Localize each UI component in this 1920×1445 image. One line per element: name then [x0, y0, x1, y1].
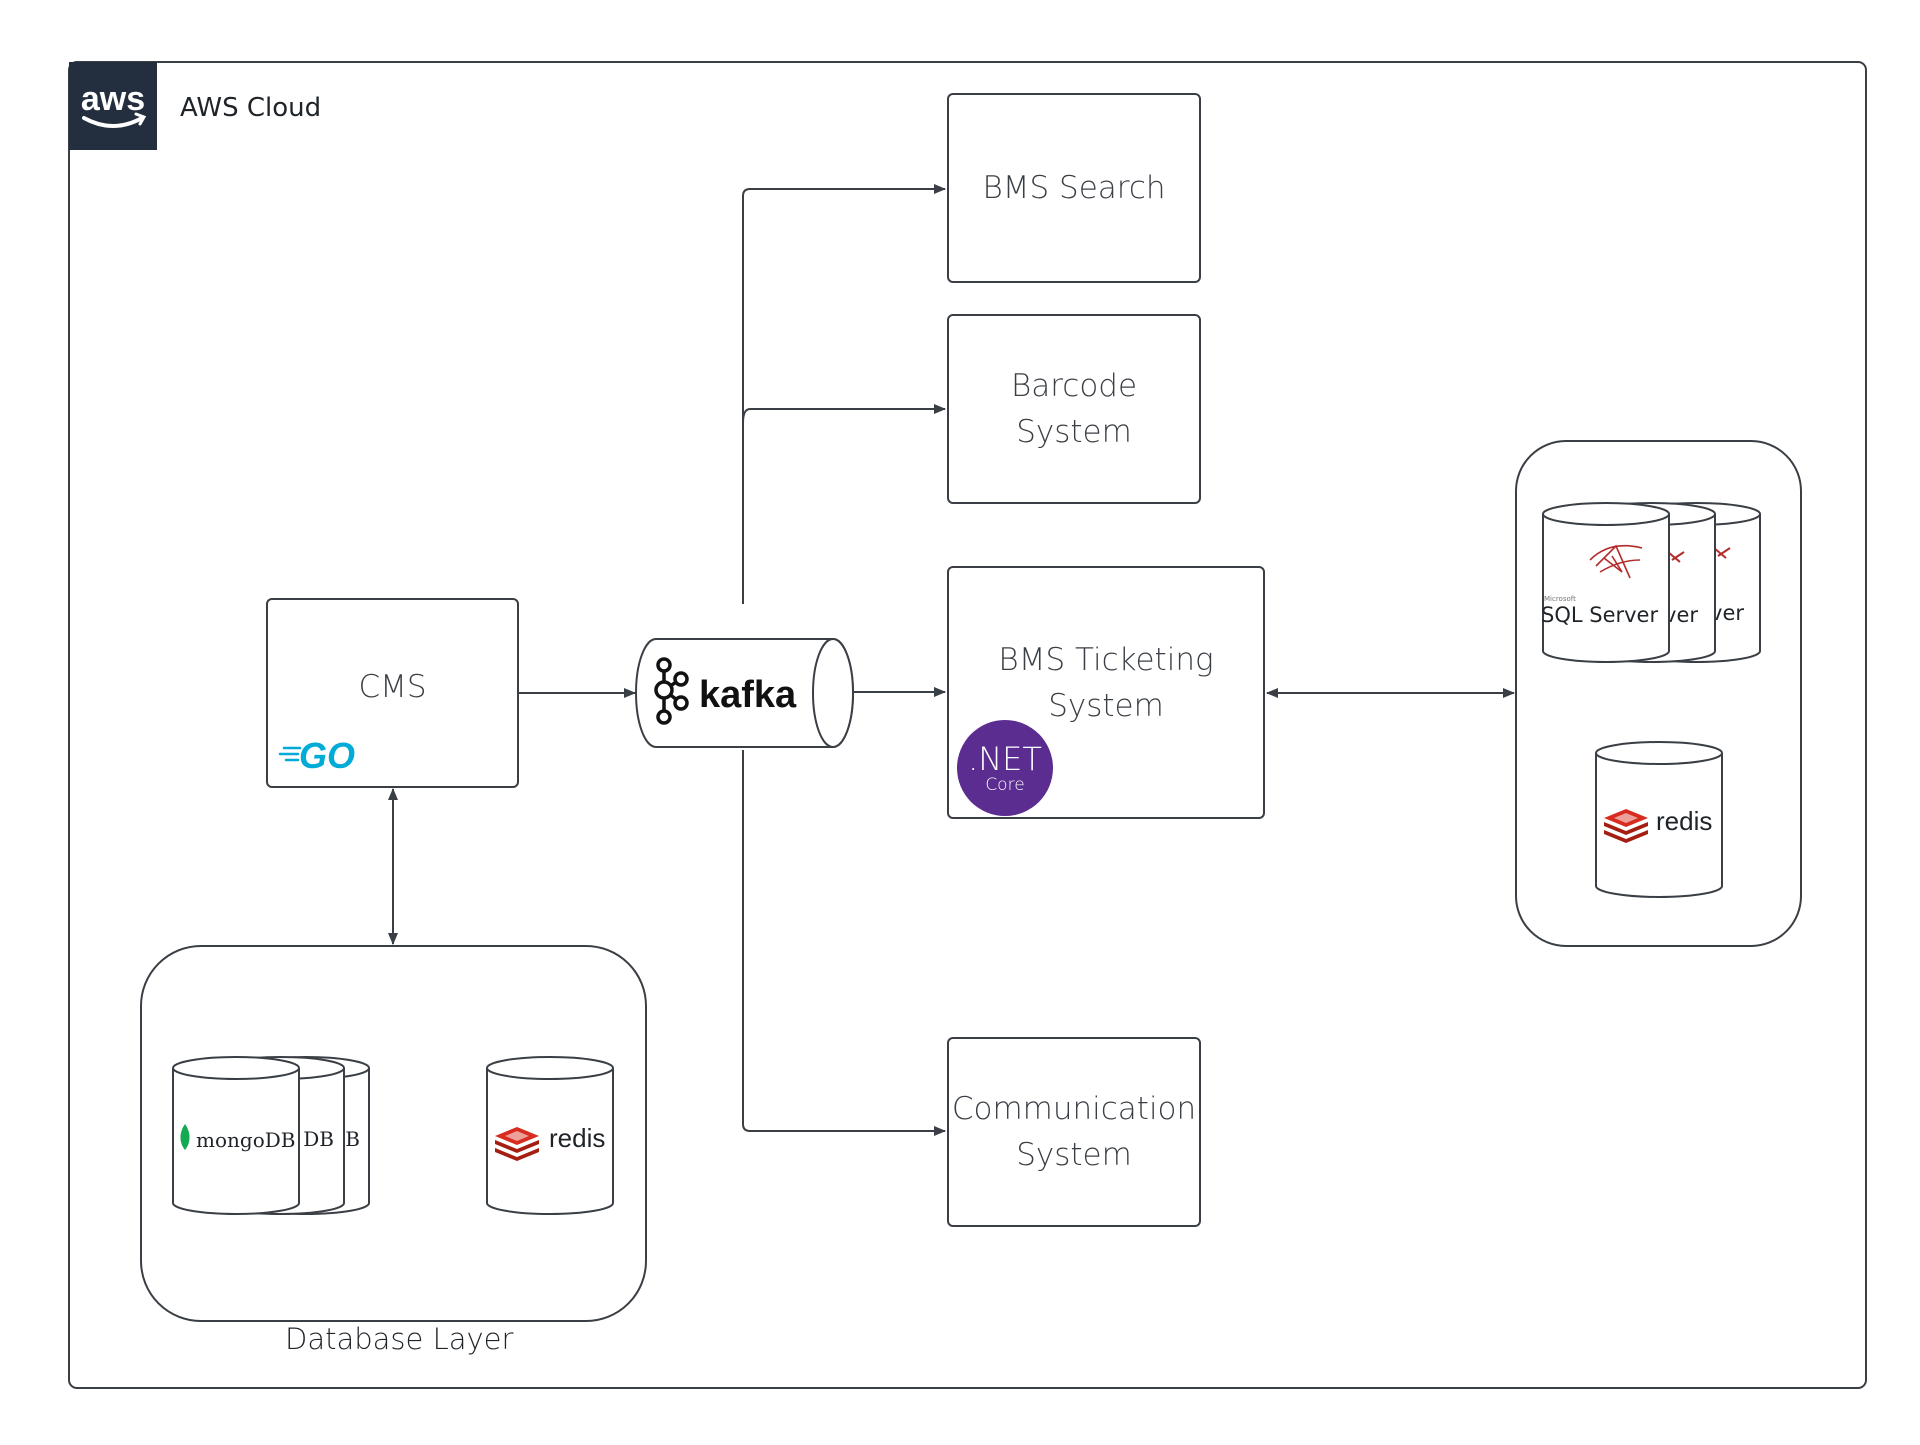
- connectors: [388, 184, 1515, 1136]
- barcode-system-node: Barcode System: [947, 314, 1201, 504]
- bms-search-label: BMS Search: [982, 170, 1166, 206]
- svg-text:GO: GO: [299, 735, 355, 774]
- mongodb-cylinder-front: mongoDB: [172, 1056, 300, 1215]
- bms-search-node: BMS Search: [947, 93, 1201, 283]
- sql-server-label: SQL Server: [1541, 603, 1658, 627]
- aws-cloud-frame: [68, 61, 1867, 1389]
- communication-system-label: Communication System: [951, 1091, 1197, 1173]
- svg-text:Microsoft: Microsoft: [1544, 595, 1576, 603]
- mongodb-cylinder-stack: DB DB mongoDB: [172, 1056, 370, 1215]
- dotnet-core-icon: .NET Core: [957, 720, 1053, 816]
- kafka-label: kafka: [699, 674, 797, 716]
- aws-cloud-title: AWS Cloud: [180, 93, 322, 123]
- kafka-queue: kafka: [635, 638, 854, 748]
- sql-server-cylinder-front: Microsoft SQL Server: [1541, 502, 1670, 663]
- database-layer-title: Database Layer: [285, 1322, 514, 1356]
- database-layer-group: [140, 945, 647, 1322]
- redis-label: redis: [549, 1123, 605, 1153]
- redis-label: redis: [1656, 806, 1712, 836]
- cms-label: CMS: [358, 669, 427, 705]
- connector-kafka-to-communication: [742, 750, 946, 1136]
- sql-server-icon: [1589, 544, 1643, 579]
- redis-icon: [1604, 809, 1648, 843]
- cms-node: CMS GO: [266, 598, 519, 788]
- barcode-system-label: Barcode System: [1010, 368, 1138, 450]
- connector-kafka-to-bms-search: [742, 184, 946, 604]
- communication-system-node: Communication System: [947, 1037, 1201, 1227]
- bms-ticketing-node: BMS Ticketing System .NET Core: [947, 566, 1265, 819]
- redis-cylinder-ticketing: redis: [1595, 741, 1723, 898]
- aws-logo-text: aws: [81, 80, 145, 118]
- ticketing-store-group: [1515, 440, 1802, 947]
- mongodb-icon: [180, 1124, 190, 1150]
- go-icon: GO: [278, 734, 358, 776]
- mongodb-label: mongoDB: [196, 1128, 295, 1152]
- sql-server-cylinder-stack: ver ver Microsoft SQL Server: [1541, 502, 1761, 663]
- connector-kafka-to-barcode: [742, 404, 946, 424]
- redis-cylinder-db-layer: redis: [486, 1056, 614, 1215]
- aws-logo: aws: [69, 62, 157, 150]
- redis-icon: [495, 1127, 539, 1161]
- bms-ticketing-label: BMS Ticketing System: [998, 641, 1214, 724]
- kafka-icon: [654, 657, 689, 725]
- svg-text:DB: DB: [303, 1127, 334, 1151]
